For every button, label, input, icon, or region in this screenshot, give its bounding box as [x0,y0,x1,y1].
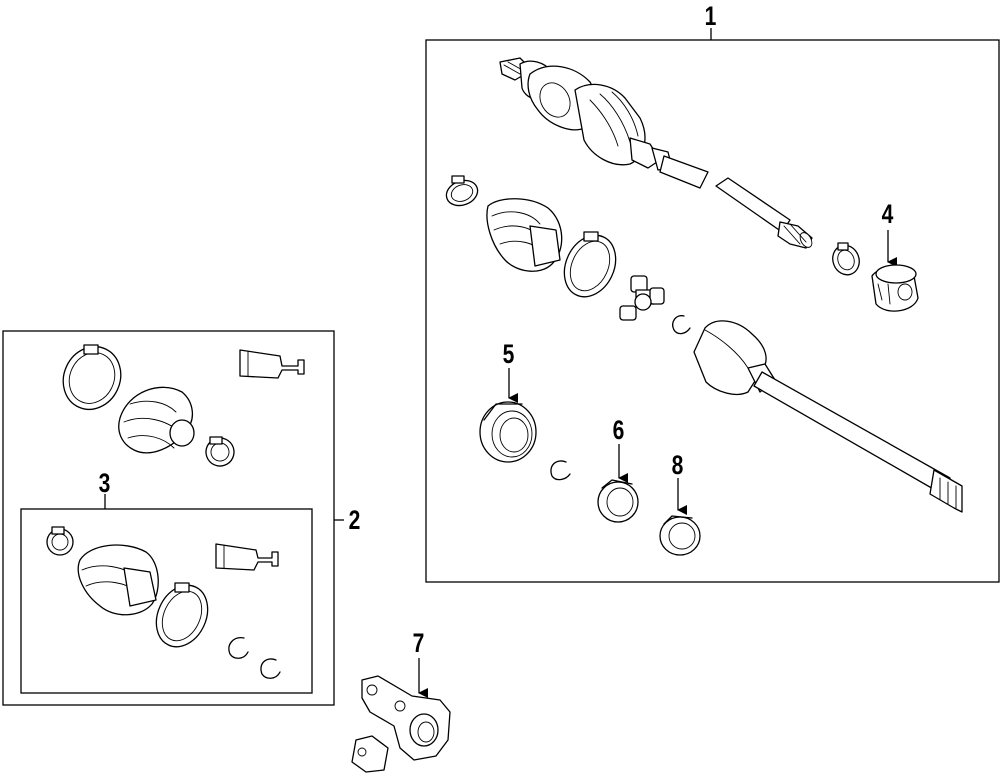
inner-joint-shaft [693,320,963,513]
cv-boot-c [77,544,159,616]
callout-7: 7 [412,628,425,658]
cv-boot-a [486,198,563,272]
part-7-bracket [351,675,451,773]
boot-clamp-large-c [155,582,209,648]
snap-ring-c [228,637,249,659]
part-8-seal [659,515,701,556]
snap-ring-a [672,315,691,335]
callout-1: 1 [704,1,717,31]
outer-shaft-assembly [499,57,709,189]
boot-clamp-small-d [46,526,74,556]
tripod-joint [619,275,665,321]
boot-clamp-small-b [832,242,860,276]
boot-clamp-large-b [62,344,122,410]
callout-6: 6 [612,415,625,445]
part-5-bearing [479,401,537,463]
grease-tube-b [215,543,279,571]
group-frame-1 [425,39,1000,583]
group-frame-3 [20,508,313,694]
group-frame-2 [2,330,335,706]
callout-5: 5 [502,339,515,369]
cv-boot-b [118,386,195,454]
callout-3: 3 [98,468,111,498]
snap-ring-d [260,658,281,679]
boot-clamp-small-c [205,436,235,467]
boot-clamp-small-a [445,175,479,207]
callout-4: 4 [881,199,894,229]
snap-ring-b [550,460,571,481]
callout-8: 8 [671,450,684,480]
grease-tube-a [239,349,305,379]
part-6-seal [597,479,639,523]
part-4-dynamic-damper [871,264,919,312]
callout-2: 2 [348,505,361,535]
intermediate-shaft [715,177,813,249]
boot-clamp-large-a [563,231,617,298]
